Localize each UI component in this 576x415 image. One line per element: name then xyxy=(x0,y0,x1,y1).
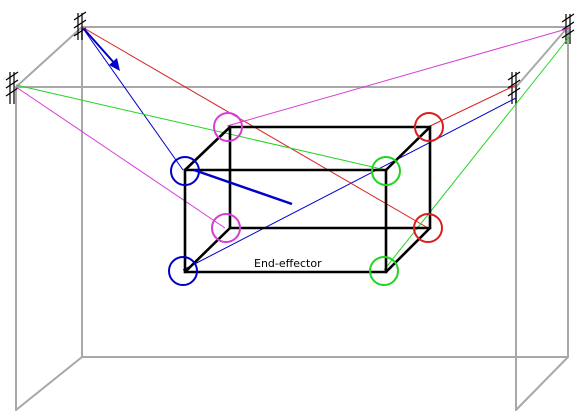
cable-magenta-back-right xyxy=(226,27,571,127)
joint-green-top xyxy=(371,156,401,186)
end-effector-box xyxy=(183,125,432,274)
joint-blue-bottom xyxy=(168,256,198,286)
pulley-anchor-icon xyxy=(507,71,521,104)
cable-blue-back-left xyxy=(81,26,184,171)
frame-left-bottom-beam xyxy=(15,356,83,411)
box-edge-bottom-right xyxy=(384,226,432,274)
joint-magenta-bottom xyxy=(211,213,241,243)
anchors xyxy=(5,11,575,104)
cable-green-back-right xyxy=(383,35,571,271)
joint-magenta-top xyxy=(213,112,243,142)
frame-left-top-beam xyxy=(15,26,83,88)
box-back-face xyxy=(228,125,432,230)
box-edge-top-right xyxy=(384,125,432,172)
joint-red-bottom xyxy=(413,213,443,243)
cable-direction-arrow-icon xyxy=(83,28,120,71)
frame-right-bottom-beam xyxy=(515,356,569,411)
joint-green-bottom xyxy=(369,256,399,286)
pulley-anchor-icon xyxy=(5,71,19,104)
end-effector-label: End-effector xyxy=(254,257,322,270)
force-vector-line xyxy=(193,168,293,206)
joint-blue-top xyxy=(170,156,200,186)
cables xyxy=(15,26,571,271)
box-edge-top-left xyxy=(183,125,232,172)
box-edge-bottom-left xyxy=(183,226,232,274)
frame xyxy=(15,26,569,411)
cable-magenta-front-left xyxy=(15,86,226,229)
cable-red-front-right xyxy=(427,84,517,128)
joint-red-top xyxy=(414,112,444,142)
frame-right-top-beam xyxy=(515,26,569,88)
cable-blue-front-right xyxy=(182,97,517,271)
cable-attachment-points xyxy=(168,112,444,286)
cable-green-front-left xyxy=(15,84,387,171)
